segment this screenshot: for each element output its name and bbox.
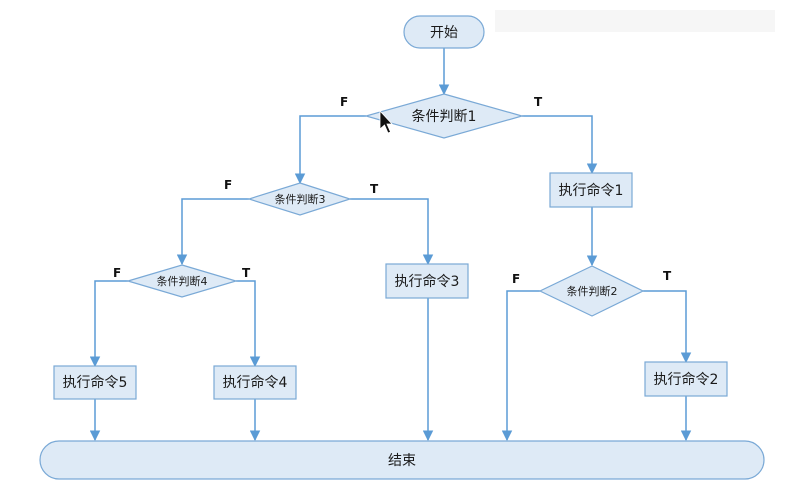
command-4-label: 执行命令4	[223, 374, 288, 391]
command-node-2: 执行命令2	[644, 361, 728, 397]
end-label: 结束	[388, 453, 416, 469]
decision-node-3: 条件判断3	[246, 182, 352, 216]
command-node-1: 执行命令1	[549, 172, 633, 208]
decision-4-label: 条件判断4	[157, 274, 208, 288]
edge-d2-false	[501, 290, 540, 442]
command-3-label: 执行命令3	[395, 273, 460, 290]
decision-node-2: 条件判断2	[538, 265, 645, 317]
flow-edges	[89, 48, 692, 442]
edge-d3-false	[176, 198, 249, 266]
branch-label-d1-false: F	[340, 95, 348, 109]
branch-label-d1-true: T	[534, 95, 543, 109]
branch-labels: F T F T F T F T	[113, 95, 672, 286]
edge-d4-false	[89, 280, 128, 368]
start-label: 开始	[430, 25, 458, 41]
branch-label-d3-true: T	[370, 182, 379, 196]
branch-label-d2-true: T	[663, 269, 672, 283]
decision-2-label: 条件判断2	[567, 284, 618, 298]
command-node-3: 执行命令3	[385, 263, 469, 299]
edge-d1-false	[294, 115, 366, 185]
command-2-label: 执行命令2	[654, 371, 719, 388]
branch-label-d4-true: T	[242, 266, 251, 280]
decision-node-1: 条件判断1	[363, 93, 525, 139]
background-artifact	[495, 10, 775, 32]
command-node-4: 执行命令4	[213, 365, 297, 400]
mouse-cursor-icon	[379, 109, 393, 134]
end-node: 结束	[39, 440, 765, 480]
edge-d1-true	[522, 115, 598, 175]
command-1-label: 执行命令1	[559, 182, 624, 199]
edge-d3-true	[350, 198, 434, 266]
decision-node-4: 条件判断4	[125, 264, 239, 298]
command-node-5: 执行命令5	[53, 365, 137, 400]
decision-1-label: 条件判断1	[412, 108, 477, 125]
edge-d4-true	[236, 280, 261, 368]
branch-label-d2-false: F	[512, 272, 520, 286]
branch-label-d3-false: F	[224, 178, 232, 192]
command-5-label: 执行命令5	[63, 374, 128, 391]
start-node: 开始	[403, 15, 485, 49]
branch-label-d4-false: F	[113, 266, 121, 280]
edge-d2-true	[643, 290, 692, 364]
decision-3-label: 条件判断3	[275, 192, 326, 206]
